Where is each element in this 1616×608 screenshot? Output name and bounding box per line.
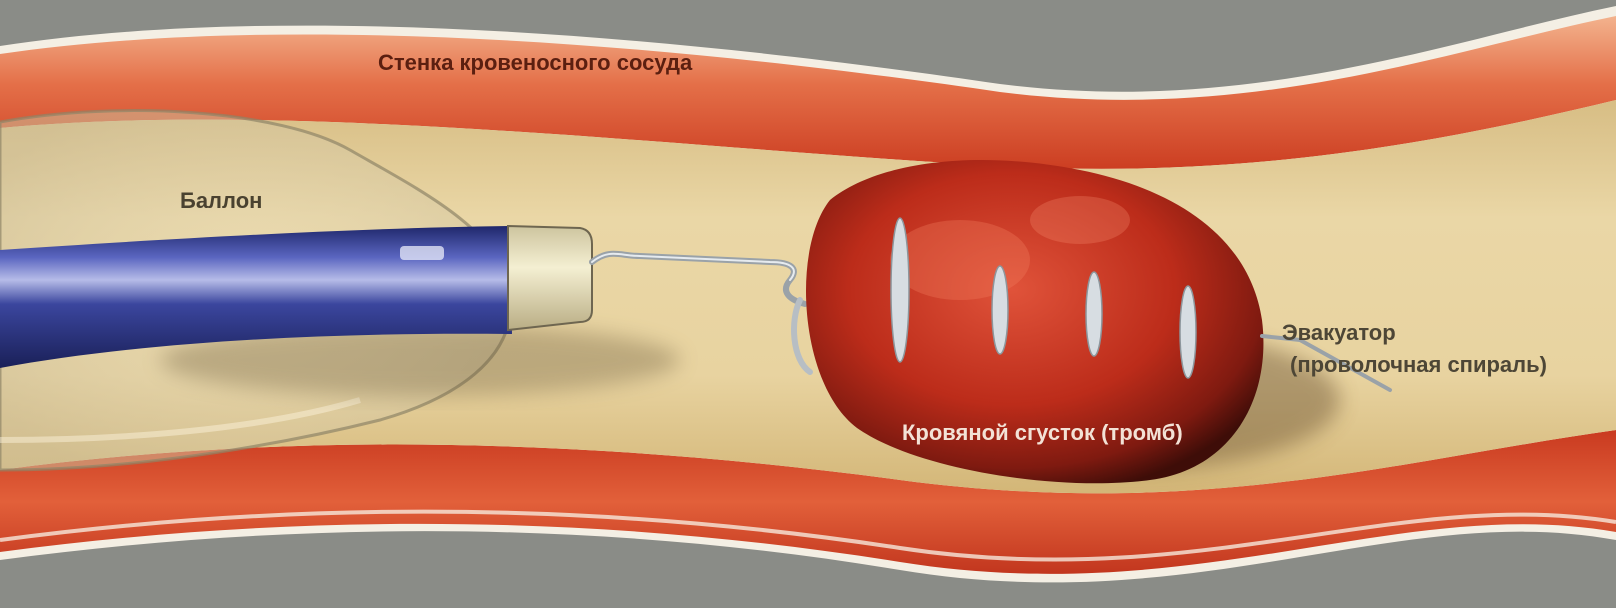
catheter-tip <box>508 226 592 330</box>
clot-label: Кровяной сгусток (тромб) <box>902 420 1183 445</box>
evacuator-label-line2: (проволочная спираль) <box>1290 352 1547 377</box>
balloon-label: Баллон <box>180 188 262 213</box>
evacuator-label-line1: Эвакуатор <box>1282 320 1396 345</box>
vessel-wall-label: Стенка кровеносного сосуда <box>378 50 693 75</box>
